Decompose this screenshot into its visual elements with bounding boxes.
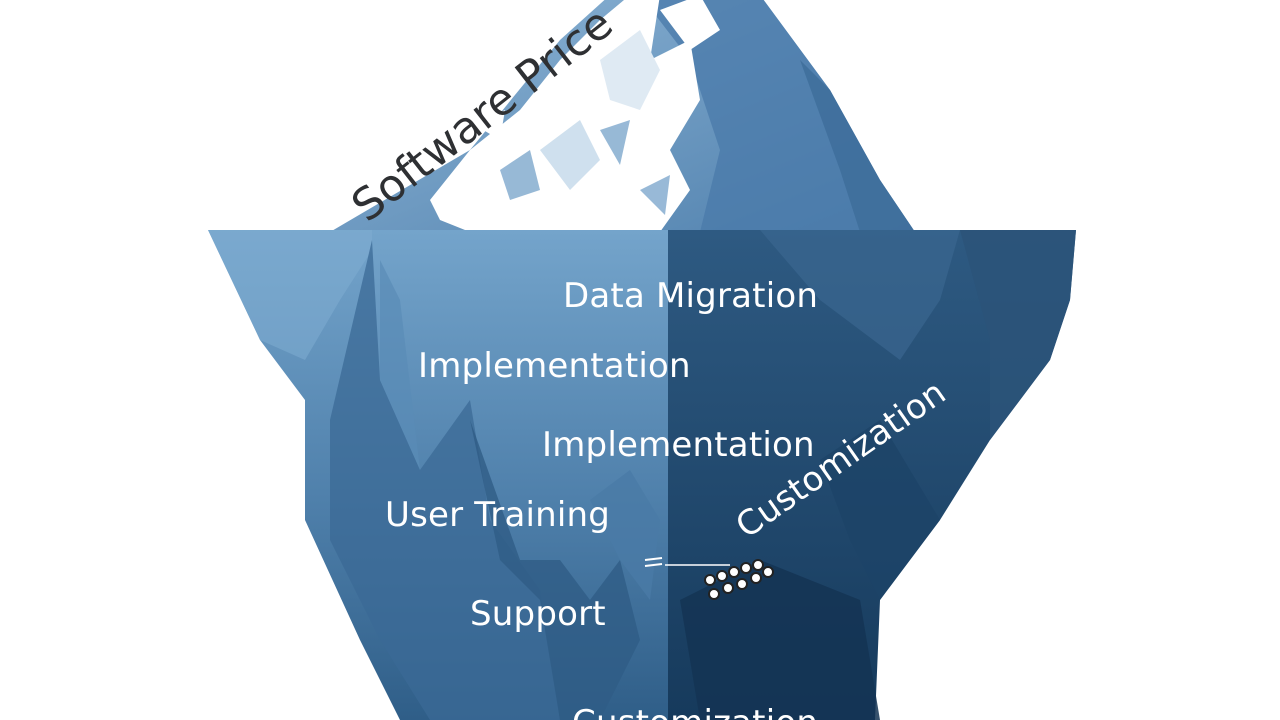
label-implementation-2: Implementation: [542, 425, 815, 465]
label-support: Support: [470, 594, 606, 634]
label-customization-bottom: Customization: [572, 706, 818, 720]
iceberg-underwater: [208, 230, 1076, 720]
label-implementation-1: Implementation: [418, 346, 691, 386]
people-group-icon: [644, 557, 774, 600]
iceberg-tip: [330, 0, 915, 232]
label-user-training: User Training: [385, 495, 611, 535]
snow-cap: [430, 0, 720, 232]
label-data-migration: Data Migration: [563, 276, 819, 316]
